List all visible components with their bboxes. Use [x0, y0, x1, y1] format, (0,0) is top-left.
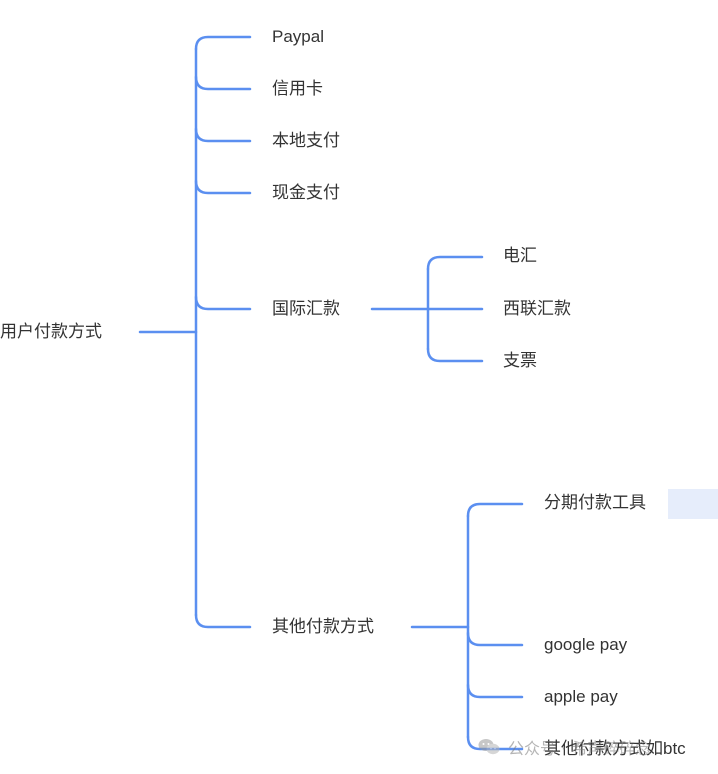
- connector-branch: [194, 179, 252, 195]
- leaf-google-pay[interactable]: google pay: [544, 635, 628, 654]
- connector-other-leaf: [466, 631, 524, 647]
- connector-branch: [194, 613, 252, 629]
- connector-other-leaf: [466, 502, 524, 518]
- leaf-western-union[interactable]: 西联汇款: [503, 299, 571, 318]
- root-node[interactable]: 用户付款方式: [0, 322, 102, 341]
- connector-branch: [194, 35, 252, 51]
- connector-branch: [194, 127, 252, 143]
- branch-credit-card[interactable]: 信用卡: [272, 79, 323, 98]
- branch-paypal[interactable]: Paypal: [272, 27, 324, 46]
- connector-branch: [194, 75, 252, 91]
- branch-international-remittance[interactable]: 国际汇款: [272, 299, 340, 318]
- branch-cash-payment[interactable]: 现金支付: [272, 183, 340, 202]
- connector-intl-leaf: [426, 255, 484, 271]
- connector-other-leaf: [466, 683, 524, 699]
- wechat-icon: [478, 739, 500, 755]
- connector-other-leaf: [466, 735, 524, 751]
- leaf-apple-pay[interactable]: apple pay: [544, 687, 618, 706]
- leaf-installment-tools[interactable]: 分期付款工具: [544, 493, 646, 512]
- watermark-text: 公众号 · 希声碎碎念: [508, 739, 652, 758]
- leaf-check[interactable]: 支票: [503, 351, 537, 370]
- watermark: 公众号 · 希声碎碎念: [478, 736, 651, 758]
- branch-other-payment[interactable]: 其他付款方式: [272, 617, 374, 636]
- connector-branch: [194, 295, 252, 311]
- selection-highlight: [668, 489, 718, 519]
- leaf-other-btc[interactable]: 其他付款方式如btc: [544, 739, 686, 758]
- leaf-wire-transfer[interactable]: 电汇: [503, 246, 537, 265]
- branch-local-payment[interactable]: 本地支付: [272, 131, 340, 150]
- connector-intl-leaf: [426, 347, 484, 363]
